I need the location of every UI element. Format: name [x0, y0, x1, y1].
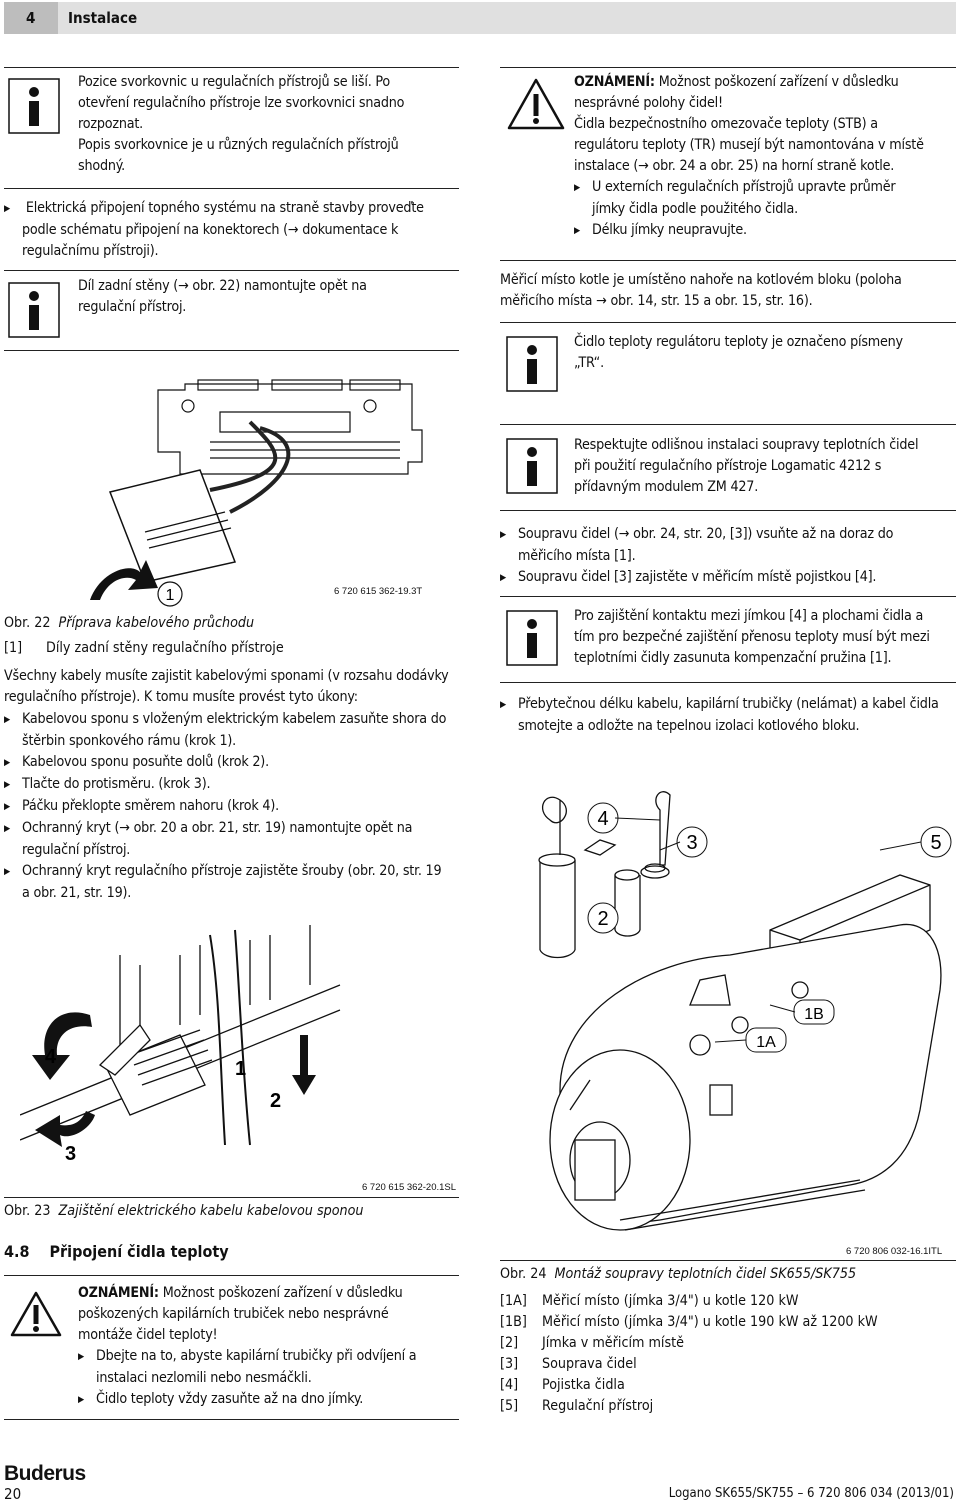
- svg-text:3: 3: [686, 832, 697, 854]
- warning-sensor-position: OZNÁMENÍ: Možnost poškození zařízení v d…: [574, 72, 924, 242]
- info-icon: [506, 438, 558, 494]
- divider: [4, 1197, 459, 1198]
- divider: [4, 67, 459, 68]
- svg-text:4: 4: [597, 808, 608, 830]
- warning-capillaries: OZNÁMENÍ: Možnost poškození zařízení v d…: [78, 1283, 417, 1411]
- info-icon: [506, 610, 558, 666]
- info-icon: [8, 282, 60, 338]
- figure-23-illustration: 4 1 2 3: [20, 925, 341, 1165]
- info-tr-label: Čidlo teploty regulátoru teploty je ozna…: [574, 334, 903, 371]
- svg-text:1B: 1B: [804, 1006, 824, 1023]
- divider: [500, 1260, 956, 1261]
- divider: [4, 350, 459, 351]
- svg-text:1A: 1A: [756, 1034, 776, 1051]
- svg-text:3: 3: [65, 1143, 76, 1165]
- figure-22-callout: 1: [166, 587, 175, 604]
- figure-22-caption: Obr. 22 Příprava kabelového průchodu: [4, 615, 255, 631]
- divider: [500, 424, 956, 425]
- figure-23-caption: Obr. 23 Zajištění elektrického kabelu ka…: [4, 1203, 364, 1219]
- info-icon: [506, 336, 558, 392]
- svg-text:1: 1: [235, 1058, 246, 1080]
- svg-text:5: 5: [930, 832, 941, 854]
- figure-24-code: 6 720 806 032-16.1ITL: [846, 1246, 943, 1257]
- sensor-set-steps: Soupravu čidel (→ obr. 24, str. 20, [3])…: [500, 524, 893, 589]
- document-reference: Logano SK655/SK755 – 6 720 806 034 (2013…: [668, 1486, 954, 1501]
- figure-24-caption: Obr. 24 Montáž soupravy teplotních čidel…: [500, 1266, 857, 1282]
- warning-icon: [10, 1291, 62, 1337]
- divider: [4, 270, 459, 271]
- info-spring: Pro zajištění kontaktu mezi jímkou [4] a…: [574, 608, 930, 666]
- info-logamatic: Respektujte odlišnou instalaci soupravy …: [574, 437, 919, 495]
- cable-tie-steps: Kabelovou sponu s vloženým elektrickým k…: [4, 709, 446, 904]
- divider: [4, 188, 459, 189]
- measuring-point-text: Měřicí místo kotle je umístěno nahoře na…: [500, 272, 902, 309]
- divider: [500, 682, 956, 683]
- svg-text:4: 4: [45, 1046, 57, 1068]
- figure-22-legend: [1]Díly zadní stěny regulačního přístroj…: [4, 640, 284, 656]
- svg-text:2: 2: [270, 1090, 281, 1112]
- info-icon: [8, 78, 60, 134]
- divider: [500, 596, 956, 597]
- divider: [500, 510, 956, 511]
- chapter-number: 4: [4, 2, 58, 34]
- excess-cable-step: Přebytečnou délku kabelu, kapilární trub…: [500, 694, 939, 737]
- figure-24-illustration: 4 3 5 2 1B 1A: [538, 791, 952, 1231]
- divider: [500, 67, 956, 68]
- warning-icon: [507, 78, 565, 130]
- figure-23-code: 6 720 615 362-20.1SL: [362, 1182, 457, 1193]
- figure-22-code: 6 720 615 362-19.3T: [334, 586, 423, 597]
- divider: [4, 1275, 459, 1276]
- divider: [500, 260, 956, 261]
- info-note-terminals: Pozice svorkovnic u regulačních přístroj…: [78, 74, 405, 174]
- figure-22-illustration: 1: [90, 379, 423, 607]
- page-number: 20: [4, 1485, 22, 1503]
- figure-24-legend: [1A]Měřicí místo (jímka 3/4") u kotle 12…: [500, 1293, 878, 1414]
- cable-ties-intro: Všechny kabely musíte zajistit kabelovým…: [4, 668, 449, 705]
- info-note-back-wall: Díl zadní stěny (→ obr. 22) namontujte o…: [78, 278, 367, 315]
- header-bar: [4, 2, 956, 34]
- step-electrical: Elektrická připojení topného systému na …: [4, 198, 424, 262]
- brand-logo: Buderus: [4, 1462, 86, 1485]
- divider: [4, 1419, 459, 1420]
- svg-text:2: 2: [597, 908, 608, 930]
- divider: [500, 322, 956, 323]
